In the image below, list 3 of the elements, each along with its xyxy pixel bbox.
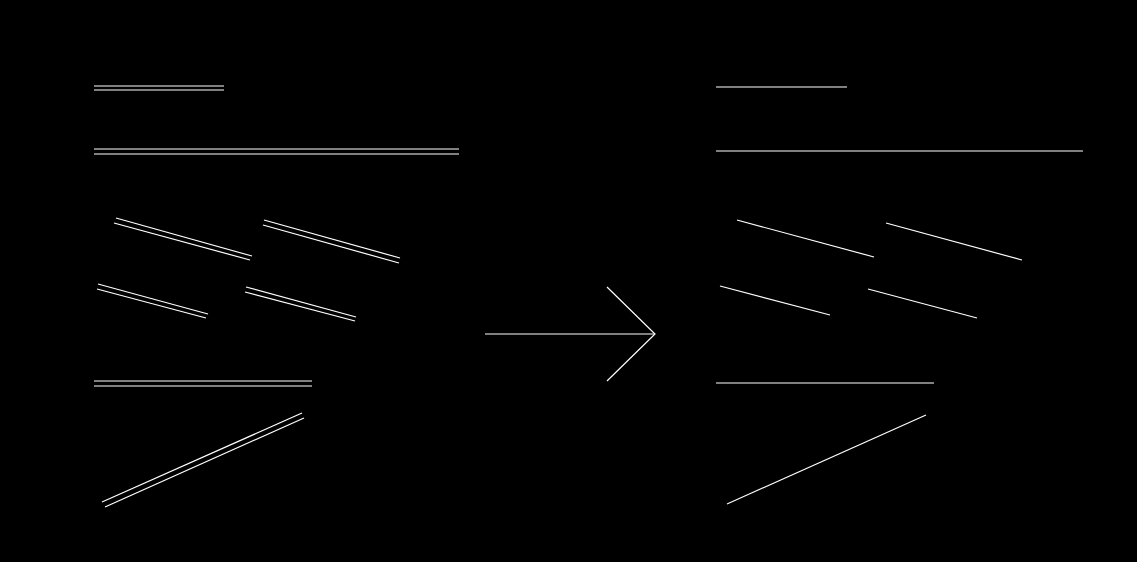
arrow bbox=[484, 286, 656, 382]
single-line-drawing bbox=[715, 86, 1084, 505]
double-line-drawing bbox=[93, 85, 461, 508]
